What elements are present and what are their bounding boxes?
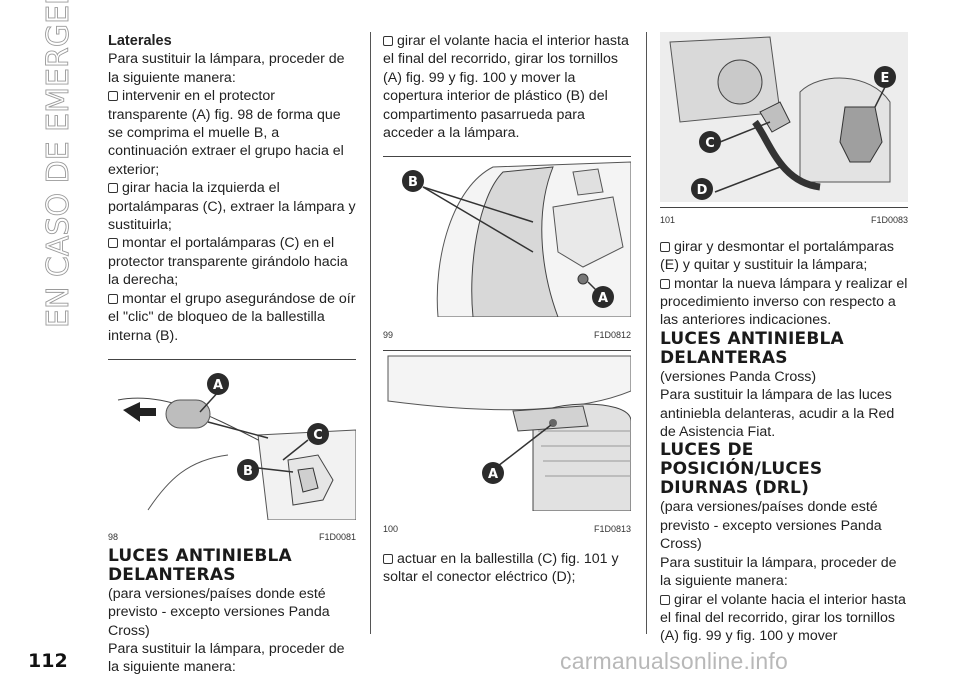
bullet-icon bbox=[108, 238, 118, 249]
callout-marker bbox=[237, 458, 259, 481]
column-2: girar el volante hacia el interior hasta… bbox=[383, 32, 632, 587]
list-item-text: intervenir en el protector transparente … bbox=[108, 88, 344, 178]
bullet-icon bbox=[383, 554, 393, 565]
callout-marker bbox=[874, 66, 896, 88]
figure-101: E C D 101 F1D0083 bbox=[660, 32, 908, 230]
callout-marker bbox=[482, 462, 504, 485]
watermark: carmanualsonline.info bbox=[560, 648, 788, 674]
list-item-text: girar hacia la izquierda el portalámpara… bbox=[108, 180, 356, 234]
list-item-text: montar el grupo asegurándose de oír el "… bbox=[108, 290, 356, 344]
callout-marker bbox=[592, 286, 614, 309]
figure-code: F1D0083 bbox=[870, 215, 908, 226]
section-text: Para sustituir la lámpara, proceder de l… bbox=[660, 554, 897, 590]
figure-99-illustration: B A bbox=[402, 161, 632, 318]
list-item-text: actuar en la ballestilla (C) fig. 101 y … bbox=[383, 551, 619, 586]
list-item-text: girar el volante hacia el interior hasta… bbox=[383, 33, 629, 142]
subsection-heading-laterales: Laterales bbox=[108, 33, 172, 49]
section-subtitle: (para versiones/países donde esté previs… bbox=[108, 585, 330, 639]
list-item: actuar en la ballestilla (C) fig. 101 y … bbox=[383, 550, 631, 587]
callout-label: A bbox=[488, 467, 498, 482]
figure-number: 101 bbox=[660, 215, 676, 226]
callout-label: B bbox=[408, 175, 418, 190]
figure-number: 100 bbox=[383, 523, 399, 534]
callout-label: A bbox=[598, 291, 608, 306]
callout-label: C bbox=[313, 428, 323, 443]
bullet-icon bbox=[383, 36, 393, 46]
callout-marker bbox=[402, 170, 424, 193]
figure-caption: 98 F1D0081 bbox=[108, 525, 356, 546]
callout-marker bbox=[691, 178, 713, 200]
list-item-text: girar y desmontar el portalámparas (E) y… bbox=[660, 238, 895, 274]
figure-code: F1D0081 bbox=[318, 532, 356, 543]
column-3: E C D 101 F1D0083 girar y desmontar el p… bbox=[660, 32, 908, 646]
callout-label: B bbox=[243, 464, 253, 479]
list-item: girar hacia la izquierda el portalámpara… bbox=[108, 179, 356, 234]
figure-101-illustration: E C D bbox=[660, 32, 908, 202]
chapter-side-title: EN CASO DE EMERGENCIA bbox=[28, 0, 78, 640]
screw-icon bbox=[577, 273, 589, 285]
figure-99: B A 99 F1D0812 bbox=[383, 156, 632, 344]
figure-caption: 100 F1D0813 bbox=[383, 517, 631, 538]
section-subtitle: (versiones Panda Cross) bbox=[660, 368, 817, 385]
list-item: girar y desmontar el portalámparas (E) y… bbox=[660, 238, 908, 275]
column-1: Laterales Para sustituir la lámpara, pro… bbox=[108, 32, 357, 677]
bullet-icon bbox=[108, 293, 118, 304]
callout-label: D bbox=[697, 183, 708, 198]
side-repeater-lamp bbox=[165, 399, 211, 429]
callout-label: A bbox=[213, 378, 223, 393]
paragraph-intro: Para sustituir la lámpara, proceder de l… bbox=[108, 51, 345, 86]
bullet-icon bbox=[660, 594, 670, 605]
figure-number: 99 bbox=[383, 329, 394, 340]
section-heading: LUCES ANTINIEBLA DELANTERAS bbox=[108, 545, 292, 585]
list-item: girar el volante hacia el interior hasta… bbox=[383, 32, 631, 142]
section-text: Para sustituir la lámpara de las luces a… bbox=[660, 387, 895, 441]
page-number: 112 bbox=[28, 650, 68, 672]
callout-marker bbox=[307, 422, 329, 445]
section-heading: LUCES ANTINIEBLA DELANTERAS bbox=[660, 328, 844, 368]
chapter-side-title-text: EN CASO DE EMERGENCIA bbox=[41, 0, 76, 328]
callout-label: E bbox=[881, 71, 890, 86]
list-item: intervenir en el protector transparente … bbox=[108, 87, 356, 179]
list-item-text: girar el volante hacia el interior hasta… bbox=[660, 591, 906, 645]
callout-label: C bbox=[705, 136, 715, 151]
list-item: girar el volante hacia el interior hasta… bbox=[660, 591, 908, 646]
list-item-text: montar la nueva lámpara y realizar el pr… bbox=[660, 275, 908, 329]
list-item: montar el portalámparas (C) en el protec… bbox=[108, 234, 356, 289]
figure-100-illustration: A bbox=[387, 355, 632, 512]
figure-98-illustration: A C B bbox=[117, 372, 357, 521]
figure-code: F1D0813 bbox=[593, 523, 631, 534]
list-item: montar el grupo asegurándose de oír el "… bbox=[108, 290, 356, 345]
figure-caption: 99 F1D0812 bbox=[383, 323, 631, 344]
callout-marker bbox=[207, 372, 229, 395]
section-heading: LUCES DE POSICIÓN/LUCES DIURNAS (DRL) bbox=[660, 440, 823, 499]
bullet-icon bbox=[660, 241, 670, 252]
bullet-icon bbox=[660, 278, 670, 289]
section-text: Para sustituir la lámpara, proceder de l… bbox=[108, 640, 345, 676]
column-divider bbox=[370, 32, 371, 634]
arrow-icon bbox=[123, 401, 156, 422]
section-subtitle: (para versiones/países donde esté previs… bbox=[660, 499, 882, 553]
figure-code: F1D0812 bbox=[593, 329, 631, 340]
column-divider bbox=[646, 32, 647, 634]
callout-marker bbox=[699, 131, 721, 153]
list-item-text: montar el portalámparas (C) en el protec… bbox=[108, 235, 348, 289]
figure-100: A 100 F1D0813 bbox=[383, 350, 632, 538]
figure-number: 98 bbox=[108, 532, 119, 543]
figure-caption: 101 F1D0083 bbox=[660, 207, 908, 229]
figure-98: A C B 98 F1D0081 bbox=[108, 358, 357, 547]
list-item: montar la nueva lámpara y realizar el pr… bbox=[660, 275, 908, 330]
bullet-icon bbox=[108, 91, 118, 102]
chapter-side-title-graphic: EN CASO DE EMERGENCIA bbox=[41, 0, 77, 328]
bullet-icon bbox=[108, 183, 118, 194]
